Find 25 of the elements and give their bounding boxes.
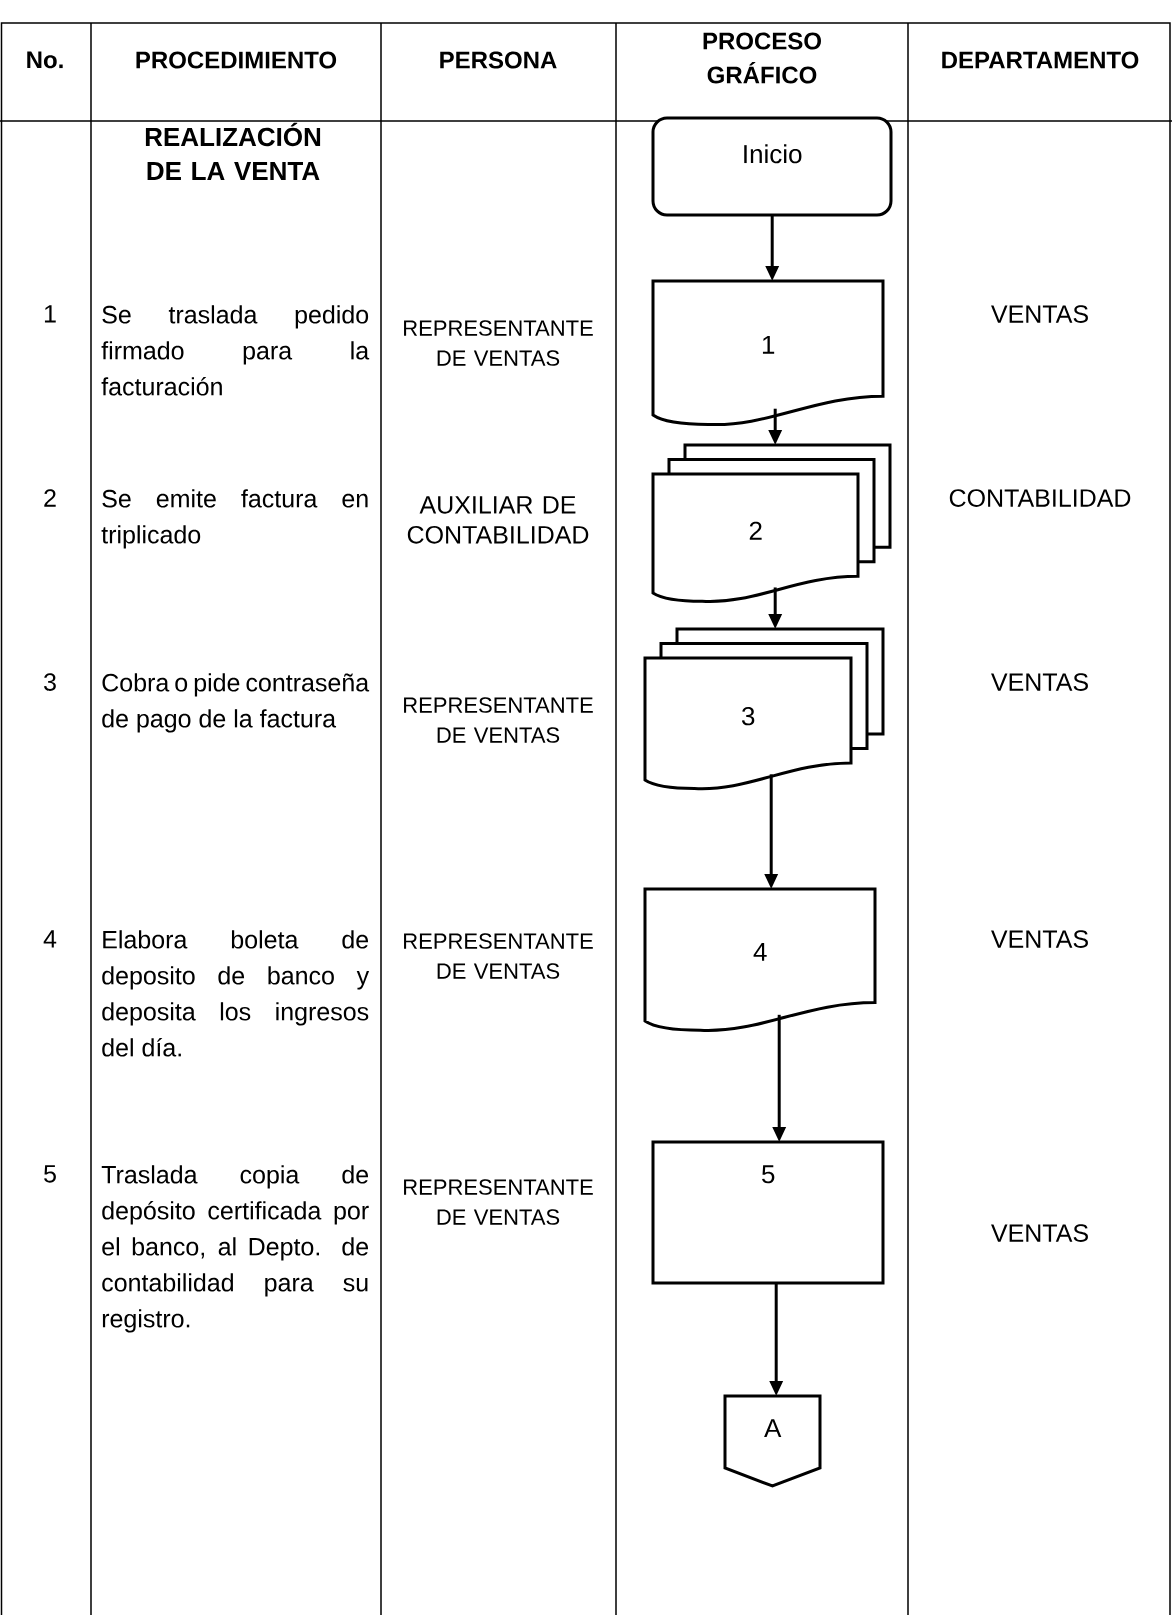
procedure-text: Se traslada pedido firmado para la facturación [101, 305, 370, 396]
column-header: PROCEDIMIENTO [136, 51, 337, 69]
department-text: VENTAS [991, 1224, 1088, 1242]
procedure-text: Se emite factura en triplicado [101, 489, 368, 549]
column-header: No. [27, 51, 63, 69]
procedure-text: Traslada copia de depósito certificada por el banco, al Depto. de contabilidad para su registro. [101, 1165, 369, 1333]
procedure-text: Cobra o pide contraseña de pago de la factura [102, 673, 370, 733]
off-page-connector: A [723, 1394, 822, 1488]
department-text: VENTAS [991, 305, 1088, 323]
department-text: VENTAS [991, 930, 1088, 948]
step-number: 3 [44, 673, 56, 691]
step-number: 1 [44, 305, 56, 323]
step-number: 5 [44, 1165, 56, 1183]
column-header: PROCESO GRÁFICO [703, 32, 821, 84]
start-terminal: Inicio [651, 116, 893, 217]
column-header: PERSONA [440, 51, 557, 69]
department-text: CONTABILIDAD [949, 489, 1131, 507]
person-text: AUXILIAR DE CONTABILIDAD [407, 496, 589, 544]
process-box: 5 [651, 1140, 885, 1285]
procedure-text: Elabora boleta de deposito de banco y deposita los ingresos del día. [102, 930, 370, 1057]
section-heading: REALIZACIÓN DE LA VENTA [145, 122, 321, 180]
department-text: VENTAS [991, 673, 1088, 691]
column-header: DEPARTAMENTO [942, 51, 1139, 69]
step-number: 2 [44, 489, 56, 507]
step-number: 4 [43, 930, 57, 948]
